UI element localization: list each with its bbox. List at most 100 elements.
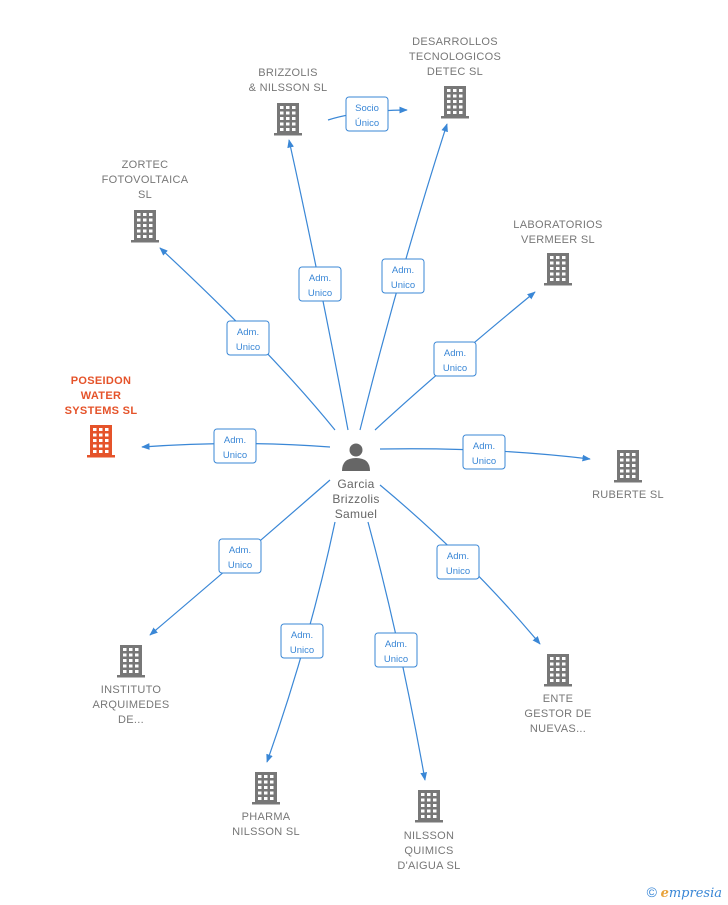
relation-badge[interactable]: Adm. Unico <box>436 544 480 580</box>
company-name: ZORTEC FOTOVOLTAICA SL <box>102 159 189 201</box>
badge-label: Adm. <box>237 327 259 338</box>
company-node-ruberte[interactable]: RUBERTE SL <box>592 450 664 501</box>
relation-badge[interactable]: Adm. Unico <box>433 341 477 377</box>
badge-label: Adm. <box>392 265 414 276</box>
company-name: POSEIDON WATER SYSTEMS SL <box>65 375 138 417</box>
company-name-line: INSTITUTO <box>101 684 162 696</box>
company-name: DESARROLLOS TECNOLOGICOS DETEC SL <box>409 36 501 78</box>
badge-label: Adm. <box>309 273 331 284</box>
company-name-line: QUIMICS <box>404 845 453 857</box>
company-name-line: DETEC SL <box>427 66 483 78</box>
badge-label: Socio <box>355 103 379 114</box>
badge-label: Unico <box>443 363 467 374</box>
building-icon <box>544 654 572 687</box>
badge-label: Unico <box>308 288 332 299</box>
brand-name: mpresia <box>668 886 722 901</box>
relation-badge[interactable]: Adm. Unico <box>280 623 324 659</box>
company-name-line: FOTOVOLTAICA <box>102 174 189 186</box>
company-name: ENTE GESTOR DE NUEVAS... <box>524 693 591 735</box>
building-icon <box>415 790 443 823</box>
badge-label: Adm. <box>447 551 469 562</box>
nodes-layer: POSEIDON WATER SYSTEMS SL ZORTEC FOTOVOLTAIC… <box>65 36 664 872</box>
company-name-line: DESARROLLOS <box>412 36 498 48</box>
company-name-line: POSEIDON <box>71 375 131 387</box>
badge-label: Unico <box>446 566 470 577</box>
company-name-line: TECNOLOGICOS <box>409 51 501 63</box>
building-icon <box>544 253 572 286</box>
edges-layer <box>141 106 591 781</box>
company-name-line: D'AIGUA SL <box>397 860 460 872</box>
company-name: INSTITUTO ARQUIMEDES DE... <box>93 684 170 726</box>
relation-badge[interactable]: Adm. Unico <box>226 320 270 356</box>
badge-label: Unico <box>228 560 252 571</box>
company-name-line: NILSSON SL <box>232 826 300 838</box>
person-icon <box>342 443 370 471</box>
company-node-brizzolis[interactable]: BRIZZOLIS & NILSSON SL <box>249 67 328 136</box>
relation-badge[interactable]: Adm. Unico <box>298 266 342 302</box>
building-icon <box>441 86 469 119</box>
building-icon <box>274 103 302 136</box>
company-name: PHARMA NILSSON SL <box>232 811 300 838</box>
relation-badge[interactable]: Adm. Unico <box>218 538 262 574</box>
badge-label: Adm. <box>291 630 313 641</box>
company-name-line: SL <box>138 189 152 201</box>
badge-label: Adm. <box>385 639 407 650</box>
building-icon <box>252 772 280 805</box>
relation-badge[interactable]: Adm. Unico <box>462 434 506 470</box>
copyright-icon: © <box>646 884 657 900</box>
company-name-line: DE... <box>118 714 144 726</box>
footer-brand[interactable]: © empresia <box>647 884 722 901</box>
company-node-instituto[interactable]: INSTITUTO ARQUIMEDES DE... <box>93 645 170 726</box>
company-node-zortec[interactable]: ZORTEC FOTOVOLTAICA SL <box>102 159 189 243</box>
relation-badge[interactable]: Adm. Unico <box>381 258 425 294</box>
company-name-line: NUEVAS... <box>530 723 586 735</box>
building-icon <box>87 425 115 458</box>
badge-label: Adm. <box>229 545 251 556</box>
company-node-nilsson_quimics[interactable]: NILSSON QUIMICS D'AIGUA SL <box>397 790 460 872</box>
building-icon <box>131 210 159 243</box>
company-name-line: & NILSSON SL <box>249 82 328 94</box>
badge-label: Unico <box>472 456 496 467</box>
company-name-line: RUBERTE SL <box>592 489 664 501</box>
badges-layer: Adm.UnicoAdm.UnicoAdm.UnicoAdm.UnicoAdm.… <box>213 96 506 668</box>
company-node-poseidon[interactable]: POSEIDON WATER SYSTEMS SL <box>65 375 138 458</box>
company-name-line: PHARMA <box>242 811 291 823</box>
company-name: NILSSON QUIMICS D'AIGUA SL <box>397 830 460 872</box>
badge-label: Adm. <box>224 435 246 446</box>
person-name-line: Samuel <box>335 507 378 521</box>
badge-label: Adm. <box>473 441 495 452</box>
company-node-ente[interactable]: ENTE GESTOR DE NUEVAS... <box>524 654 591 735</box>
company-node-pharma[interactable]: PHARMA NILSSON SL <box>232 772 300 838</box>
building-icon <box>614 450 642 483</box>
badge-label: Único <box>355 118 379 129</box>
badge-label: Unico <box>391 280 415 291</box>
company-name-line: ENTE <box>543 693 574 705</box>
company-name: LABORATORIOS VERMEER SL <box>513 219 602 246</box>
relation-badge[interactable]: Adm.Unico <box>374 632 418 668</box>
badge-label: Unico <box>236 342 260 353</box>
company-name-line: NILSSON <box>404 830 454 842</box>
company-name-line: VERMEER SL <box>521 234 595 246</box>
company-name-line: LABORATORIOS <box>513 219 602 231</box>
person-name-line: Garcia <box>337 477 374 491</box>
company-name-line: SYSTEMS SL <box>65 405 138 417</box>
company-name-line: GESTOR DE <box>524 708 591 720</box>
company-node-laboratorios[interactable]: LABORATORIOS VERMEER SL <box>513 219 602 286</box>
company-name: RUBERTE SL <box>592 489 664 501</box>
company-name: BRIZZOLIS & NILSSON SL <box>249 67 328 94</box>
badge-label: Adm. <box>444 348 466 359</box>
building-icon <box>117 645 145 678</box>
brand-initial: e <box>660 886 669 901</box>
company-name-line: ARQUIMEDES <box>93 699 170 711</box>
company-name-line: BRIZZOLIS <box>258 67 318 79</box>
badge-label: Unico <box>290 645 314 656</box>
company-node-desarrollos[interactable]: DESARROLLOS TECNOLOGICOS DETEC SL <box>409 36 501 119</box>
relation-badge[interactable]: Adm.Unico <box>213 428 257 464</box>
person-name-line: Brizzolis <box>332 492 379 506</box>
company-name-line: WATER <box>81 390 121 402</box>
company-name-line: ZORTEC <box>122 159 169 171</box>
